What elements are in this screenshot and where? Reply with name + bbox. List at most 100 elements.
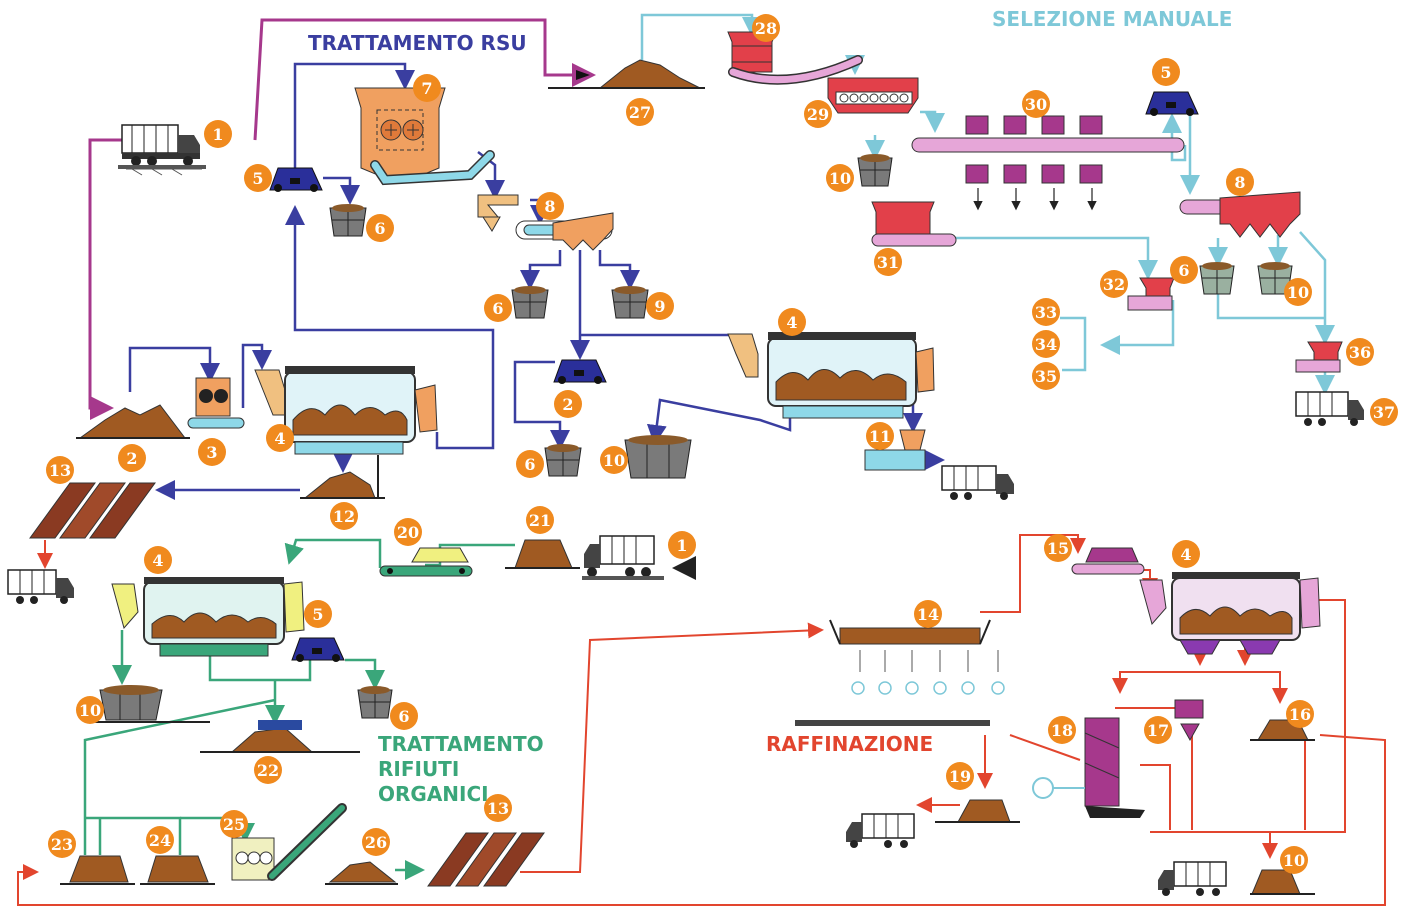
svg-text:1: 1 [212,125,223,144]
svg-text:10: 10 [79,701,101,720]
badge-34: 34 [1032,330,1060,358]
badge-14: 14 [914,600,942,628]
svg-text:35: 35 [1035,367,1057,386]
svg-text:27: 27 [629,103,651,122]
badge-5b: 5 [1152,58,1180,86]
badge-10e: 10 [1280,846,1308,874]
truck-weighbridge-1 [118,124,206,176]
hopper-28 [727,31,863,85]
svg-text:33: 33 [1035,303,1057,322]
svg-text:34: 34 [1035,335,1057,354]
badge-16: 16 [1286,700,1314,728]
svg-text:18: 18 [1051,721,1073,740]
title-organici-line1: TRATTAMENTO [378,732,544,756]
badge-12: 12 [330,502,358,530]
svg-text:9: 9 [654,297,665,316]
heap-21 [505,539,580,569]
heap-23 [60,855,135,885]
heap-24 [140,855,215,885]
magnetic-separator-2 [553,359,607,384]
svg-text:6: 6 [374,219,385,238]
badge-3: 3 [198,438,226,466]
bin-6-screen [511,286,549,319]
svg-text:10: 10 [1283,851,1305,870]
heap-2 [76,404,190,439]
maturation-bed-14 [795,619,1005,726]
feeder-3 [187,377,245,429]
badge-33: 33 [1032,298,1060,326]
conveyor-7 [370,150,495,186]
compactor-11 [864,429,926,471]
svg-text:10: 10 [1287,283,1309,302]
badge-17: 17 [1144,716,1172,744]
svg-text:3: 3 [206,443,217,462]
magnetic-separator-5-organici [291,637,345,662]
svg-text:29: 29 [807,105,829,124]
badge-29: 29 [804,100,832,128]
manuale-picker-arrows [973,188,1097,211]
badge-26: 26 [362,828,390,856]
badge-31: 31 [874,248,902,276]
badge-2b: 2 [554,390,582,418]
svg-text:17: 17 [1147,721,1169,740]
container-10-mid [624,435,692,479]
svg-text:23: 23 [51,835,73,854]
bin-6-mid [544,444,582,477]
bin-6 [329,204,367,237]
svg-text:6: 6 [492,299,503,318]
badge-10c: 10 [1284,278,1312,306]
feed-flow-lines [88,18,596,420]
hammer-mill-7 [354,87,446,179]
svg-text:10: 10 [603,451,625,470]
badge-13: 13 [46,456,74,484]
badge-6b: 6 [484,294,512,322]
badge-4: 4 [266,424,294,452]
svg-text:30: 30 [1025,95,1047,114]
svg-text:8: 8 [1234,173,1245,192]
badge-23: 23 [48,830,76,858]
heap-19 [935,799,1020,823]
badge-18: 18 [1048,716,1076,744]
svg-text:22: 22 [257,761,279,780]
svg-text:6: 6 [398,707,409,726]
magnetic-separator-5 [269,167,323,192]
badge-24: 24 [146,826,174,854]
biocells-13b [427,832,545,887]
svg-text:4: 4 [152,551,163,570]
svg-text:19: 19 [949,767,971,786]
svg-text:1: 1 [676,536,687,555]
svg-text:5: 5 [252,169,263,188]
badge-20: 20 [394,518,422,546]
svg-text:2: 2 [126,449,137,468]
title-organici-line2: RIFIUTI [378,757,459,781]
svg-text:25: 25 [223,815,245,834]
air-classifier-18 [1032,717,1145,818]
sorting-belt-30 [911,115,1185,184]
badge-22: 22 [254,756,282,784]
press-36 [1295,341,1343,373]
screen-8-manuale [1179,191,1301,238]
truck-out-13 [7,569,74,604]
svg-text:24: 24 [149,831,171,850]
svg-text:14: 14 [917,605,939,624]
badge-8: 8 [536,192,564,220]
badge-10: 10 [600,446,628,474]
badge-8b: 8 [1226,168,1254,196]
badge-6d: 6 [1170,256,1198,284]
title-trattamento-rsu: TRATTAMENTO RSU [308,31,527,55]
badge-19: 19 [946,762,974,790]
screen-29 [827,77,919,114]
badge-32: 32 [1100,270,1128,298]
badge-10d: 10 [76,696,104,724]
bin-6-manuale [1199,262,1235,295]
badge-37: 37 [1370,398,1398,426]
title-organici-line3: ORGANICI [378,782,489,806]
svg-text:36: 36 [1349,343,1371,362]
rotary-drum-4d [1139,572,1321,655]
badge-9: 9 [646,292,674,320]
heap-22 [200,720,360,753]
biocells-13 [29,482,156,539]
badge-5c: 5 [304,600,332,628]
title-raffinazione: RAFFINAZIONE [766,732,933,756]
badge-28: 28 [752,14,780,42]
